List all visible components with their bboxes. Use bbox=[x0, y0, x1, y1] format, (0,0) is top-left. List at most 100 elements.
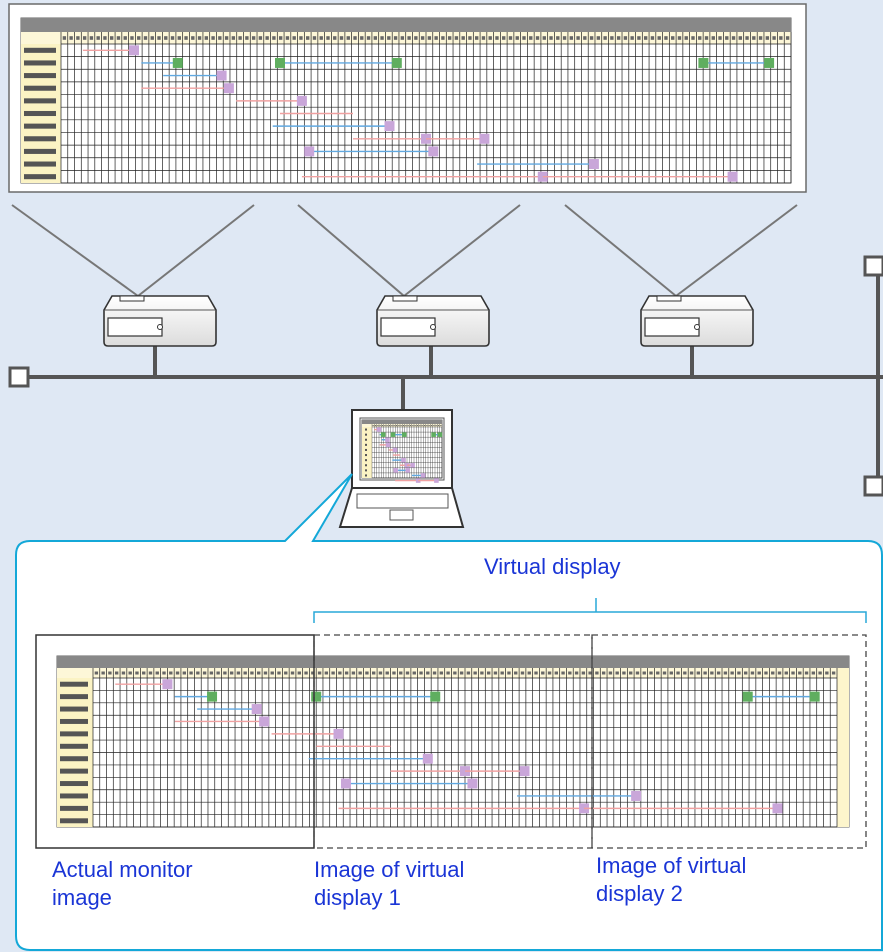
column-header-label bbox=[629, 671, 633, 675]
task-marker bbox=[216, 70, 227, 81]
column-header-label bbox=[402, 425, 405, 427]
column-header-label bbox=[312, 36, 317, 40]
task-marker bbox=[434, 478, 439, 483]
row-header-label bbox=[365, 459, 367, 462]
column-header-label bbox=[245, 36, 249, 40]
column-header-label bbox=[297, 671, 301, 675]
column-header-label bbox=[704, 36, 709, 40]
column-header-label bbox=[710, 671, 714, 675]
column-header-label bbox=[420, 36, 425, 40]
column-header-label bbox=[137, 36, 141, 40]
column-header-label bbox=[243, 671, 247, 675]
task-marker bbox=[333, 728, 344, 739]
column-header-label bbox=[229, 671, 234, 675]
row-header-label bbox=[24, 136, 56, 142]
projector-lens bbox=[430, 324, 436, 330]
column-header-label bbox=[804, 671, 809, 675]
row-header-label bbox=[365, 464, 367, 467]
column-header-label bbox=[427, 36, 432, 40]
task-marker bbox=[384, 121, 395, 132]
column-header-label bbox=[224, 36, 229, 40]
column-header-label bbox=[157, 36, 161, 40]
column-header-label bbox=[764, 671, 768, 675]
column-header-label bbox=[216, 671, 220, 675]
projector-lens bbox=[694, 324, 700, 330]
task-marker bbox=[172, 57, 183, 68]
row-header-label bbox=[60, 718, 88, 724]
column-header-label bbox=[385, 671, 389, 675]
column-header-label bbox=[500, 671, 504, 675]
row-header-label bbox=[60, 681, 88, 687]
virtual-display-label: Virtual display bbox=[484, 554, 621, 579]
column-header-label bbox=[331, 671, 335, 675]
task-marker bbox=[698, 57, 709, 68]
task-marker bbox=[437, 432, 443, 437]
task-marker bbox=[430, 691, 441, 702]
column-header-label bbox=[581, 671, 586, 675]
task-marker bbox=[392, 447, 398, 453]
column-header-label bbox=[94, 671, 99, 675]
row-header-label bbox=[60, 743, 88, 749]
row-header-label bbox=[365, 443, 367, 446]
column-header-label bbox=[547, 671, 552, 675]
column-header-label bbox=[89, 36, 94, 40]
column-header-label bbox=[750, 671, 755, 675]
column-header-label bbox=[150, 36, 154, 40]
task-marker bbox=[129, 45, 139, 56]
column-header-label bbox=[290, 671, 295, 675]
column-header-label bbox=[292, 36, 296, 40]
column-header-label bbox=[534, 671, 538, 675]
column-header-label bbox=[339, 36, 344, 40]
column-header-label bbox=[196, 671, 200, 675]
task-marker bbox=[428, 146, 439, 157]
column-header-label bbox=[258, 36, 263, 40]
column-header-label bbox=[771, 671, 775, 675]
task-marker bbox=[401, 457, 406, 463]
column-header-label bbox=[101, 671, 105, 675]
column-header-label bbox=[610, 36, 614, 40]
column-header-label bbox=[765, 36, 770, 40]
column-header-label bbox=[684, 36, 688, 40]
column-header-label bbox=[433, 425, 435, 427]
projector-lens bbox=[157, 324, 163, 330]
task-marker bbox=[588, 159, 599, 170]
column-header-label bbox=[430, 425, 433, 427]
column-header-label bbox=[637, 36, 641, 40]
column-header-label bbox=[440, 425, 442, 427]
task-marker bbox=[420, 473, 426, 478]
task-marker bbox=[207, 691, 218, 702]
column-header-label bbox=[395, 425, 398, 427]
laptop bbox=[338, 409, 465, 528]
column-header-label bbox=[437, 425, 440, 427]
column-header-label bbox=[384, 425, 386, 427]
row-header-label bbox=[365, 474, 367, 477]
column-header-label bbox=[435, 425, 437, 427]
column-header-label bbox=[535, 36, 540, 40]
sheet-title-bar bbox=[21, 18, 791, 32]
column-header-label bbox=[441, 36, 445, 40]
column-header-label bbox=[630, 36, 634, 40]
column-header-label bbox=[306, 36, 310, 40]
column-header-label bbox=[412, 671, 416, 675]
column-header-label bbox=[257, 671, 261, 675]
projector-vent bbox=[656, 295, 682, 302]
column-header-label bbox=[447, 36, 452, 40]
column-header-label bbox=[251, 36, 256, 40]
column-header-label bbox=[407, 36, 411, 40]
column-header-label bbox=[399, 671, 403, 675]
column-header-label bbox=[108, 671, 112, 675]
column-header-label bbox=[170, 36, 175, 40]
projection-beams bbox=[11, 204, 798, 297]
column-header-label bbox=[622, 671, 626, 675]
column-header-label bbox=[502, 36, 506, 40]
column-header-label bbox=[391, 425, 393, 427]
column-header-label bbox=[351, 671, 356, 675]
row-header-label bbox=[365, 448, 367, 451]
row-header-label bbox=[365, 469, 367, 472]
column-header-label bbox=[209, 671, 214, 675]
column-header-label bbox=[407, 425, 409, 427]
column-header-label bbox=[446, 671, 450, 675]
projector-panel bbox=[380, 317, 436, 337]
column-header-label bbox=[671, 36, 675, 40]
column-header-label bbox=[386, 425, 388, 427]
